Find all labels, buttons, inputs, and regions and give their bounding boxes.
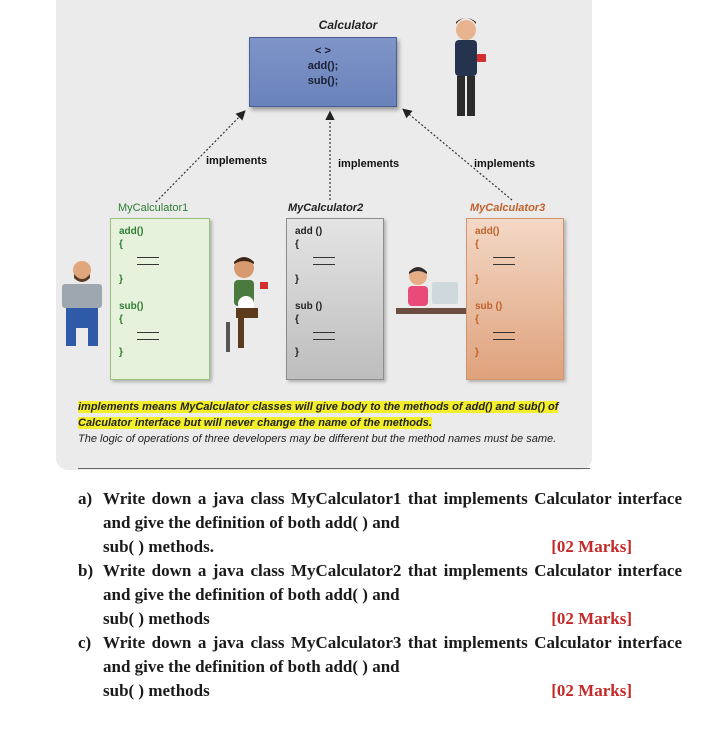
question-label: c) (78, 633, 92, 652)
class-title-3: MyCalculator3 (470, 202, 546, 214)
method-add: add() (475, 226, 500, 237)
brace-close: } (119, 347, 123, 358)
question-label: b) (78, 561, 94, 580)
brace-close: } (475, 274, 479, 285)
note-text: The logic of operations of three develop… (78, 433, 557, 445)
interface-line: < > (315, 45, 331, 57)
question-text-last: sub( ) methods (103, 681, 210, 700)
marks-label: [02 Marks] (551, 609, 632, 628)
diagram-panel: Calculator < > add(); sub(); implements … (56, 0, 592, 470)
question-text: Write down a java class MyCalculator2 th… (103, 561, 682, 604)
developer-3-illustration (396, 267, 466, 314)
class-title-2: MyCalculator2 (288, 202, 364, 214)
marks-label: [02 Marks] (551, 681, 632, 700)
diagram-note: implements means MyCalculator classes wi… (78, 399, 588, 447)
question-list: a) Write down a java class MyCalculator1… (78, 487, 682, 703)
interface-box: < > add(); sub(); (249, 37, 397, 107)
question-label: a) (78, 489, 93, 508)
brace-open: { (475, 239, 479, 250)
brace-close: } (119, 274, 123, 285)
developer-2-illustration (226, 257, 268, 352)
brace-open: { (119, 239, 123, 250)
implements-arrows (155, 108, 513, 203)
question-text-last: sub( ) methods (103, 609, 210, 628)
question-b: b) Write down a java class MyCalculator2… (78, 559, 682, 631)
class-box-2: add () { } sub () { } (286, 218, 384, 380)
implements-label-2: implements (338, 158, 400, 170)
interface-line: add(); (307, 60, 339, 72)
class-box-3: add() { } sub () { } (466, 218, 564, 380)
interface-title: Calculator (318, 18, 378, 32)
question-text: Write down a java class MyCalculator3 th… (103, 633, 682, 676)
developer-1-illustration (62, 261, 102, 346)
note-underline (78, 468, 590, 469)
question-a: a) Write down a java class MyCalculator1… (78, 487, 682, 559)
brace-open: { (475, 314, 479, 325)
brace-open: { (295, 239, 299, 250)
method-add: add () (295, 226, 323, 237)
class-title-1: MyCalculator1 (118, 202, 189, 214)
marks-label: [02 Marks] (551, 537, 632, 556)
class-box-1: add() { } sub() { } (110, 218, 210, 380)
interface-line: sub(); (307, 75, 339, 87)
method-sub: sub() (119, 301, 144, 312)
question-text: Write down a java class MyCalculator1 th… (103, 489, 682, 532)
note-highlight: implements means MyCalculator classes wi… (78, 401, 559, 429)
method-sub: sub () (475, 301, 503, 312)
implements-label-3: implements (474, 158, 536, 170)
brace-close: } (295, 347, 299, 358)
standing-man-illustration (455, 18, 486, 116)
question-text-last: sub( ) methods. (103, 537, 214, 556)
brace-close: } (295, 274, 299, 285)
brace-close: } (475, 347, 479, 358)
arrow-implements-1 (155, 110, 246, 203)
brace-open: { (295, 314, 299, 325)
brace-open: { (119, 314, 123, 325)
method-sub: sub () (295, 301, 323, 312)
question-c: c) Write down a java class MyCalculator3… (78, 631, 682, 703)
implements-label-1: implements (206, 155, 268, 167)
method-add: add() (119, 226, 144, 237)
arrow-implements-3 (402, 108, 513, 201)
